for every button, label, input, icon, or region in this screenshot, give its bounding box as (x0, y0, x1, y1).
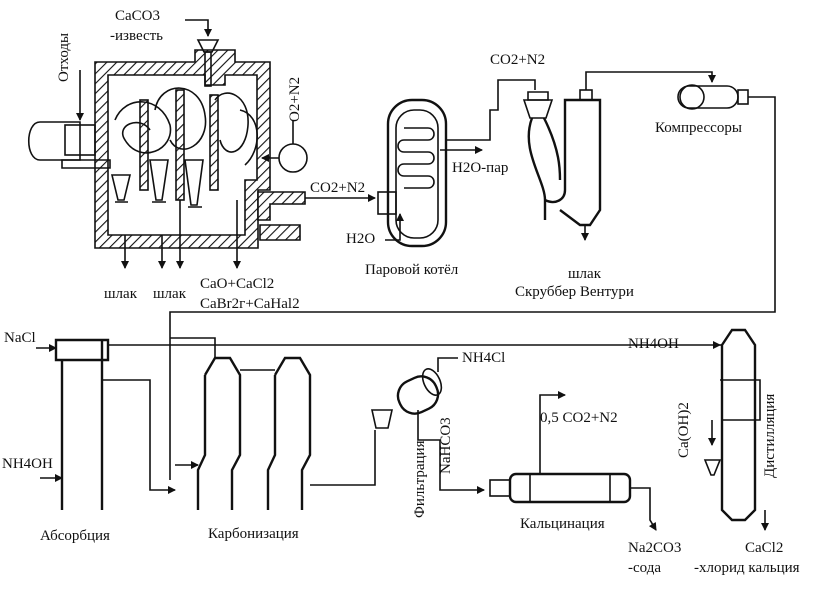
label-salts2: CaBr2г+CaHal2 (200, 296, 300, 312)
label-absorption: Абсорбция (40, 528, 110, 544)
label-boiler: Паровой котёл (365, 262, 459, 278)
label-slag1: шлак (104, 286, 137, 302)
label-nh4cl: NH4Cl (462, 350, 506, 366)
label-nacl: NaCl (4, 330, 36, 346)
label-steam: H2O-пар (452, 160, 509, 176)
label-caco3: CaCO3 (115, 8, 160, 24)
label-slag2: шлак (153, 286, 186, 302)
label-lime: -известь (110, 28, 164, 44)
label-na2co3: Na2CO3 (628, 540, 682, 556)
label-caoh2: Ca(OH)2 (676, 402, 692, 458)
label-cacl2-name: -хлорид кальция (694, 560, 800, 576)
label-waste: Отходы (56, 32, 72, 82)
compressor (169, 84, 776, 480)
label-compressors: Компрессоры (655, 120, 742, 136)
label-soda: -сода (628, 560, 662, 576)
label-calcination: Кальцинация (520, 516, 605, 532)
label-filtration: Фильтрация (412, 440, 428, 518)
label-nh4oh-top: NH4OH (628, 336, 679, 352)
label-co2n2-top: CO2+N2 (490, 52, 546, 68)
label-o2n2: O2+N2 (287, 76, 303, 122)
label-venturi: Скруббер Вентури (515, 284, 634, 300)
label-co2-half: 0,5 CO2+N2 (540, 410, 618, 426)
steam-boiler (377, 79, 536, 248)
distillation-column (703, 328, 769, 531)
label-distillation: Дистилляция (762, 393, 778, 478)
filter (371, 357, 485, 494)
label-nh4oh-left: NH4OH (2, 456, 53, 472)
label-slag-venturi: шлак (568, 266, 601, 282)
absorption-column (36, 338, 721, 510)
label-cacl2: CaCl2 (745, 540, 784, 556)
carbonization-towers (170, 337, 376, 510)
label-co2n2-furnace: CO2+N2 (310, 180, 366, 196)
label-salts1: CaO+CaCl2 (200, 276, 275, 292)
label-carbonization: Карбонизация (208, 526, 299, 542)
calcination-kiln (489, 391, 657, 531)
label-nahco3: NaHCO3 (438, 417, 454, 474)
incinerator (28, 19, 376, 269)
label-h2o-in: H2O (346, 231, 376, 247)
venturi-scrubber (522, 71, 716, 241)
